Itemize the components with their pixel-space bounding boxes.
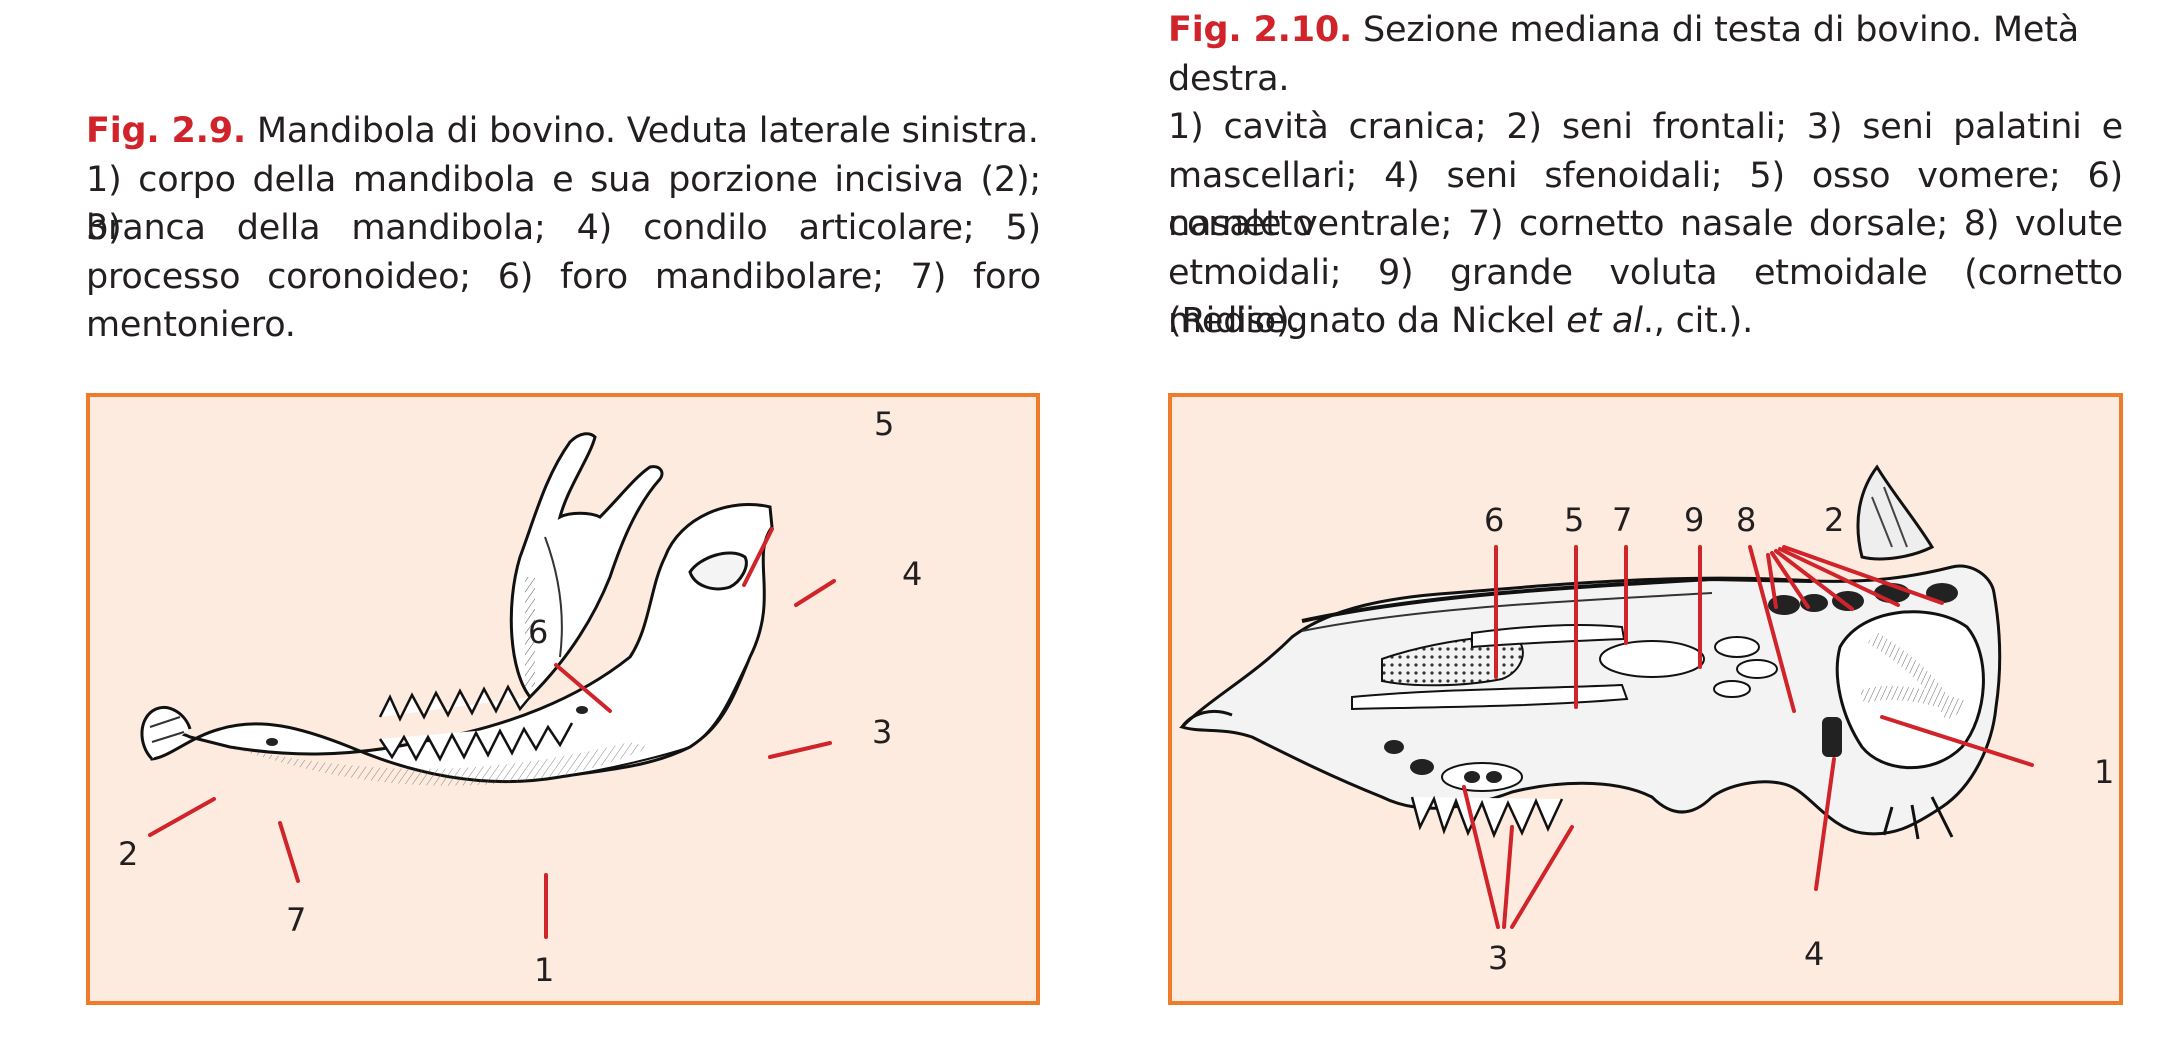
label-3: 3 <box>1488 939 1508 977</box>
leader-line-3 <box>768 741 832 759</box>
vomer <box>1351 683 1629 711</box>
label-7: 7 <box>286 901 306 939</box>
figure-number: Fig. 2.10. <box>1168 10 1353 50</box>
caption-title: Sezione mediana di testa di bovino. Metà <box>1352 10 2080 50</box>
caption-line: Fig. 2.10. Sezione mediana di testa di b… <box>1168 6 2123 55</box>
label-5: 5 <box>874 405 894 443</box>
caption-line: mascellari; 4) seni sfenoidali; 5) osso … <box>1168 155 2123 245</box>
label-2: 2 <box>118 835 138 873</box>
caption-line: (Ridisegnato da Nickel et al., cit.). <box>1168 297 2123 346</box>
leader-line-2e <box>1782 545 1944 605</box>
label-6: 6 <box>528 613 548 651</box>
caption-line: 1) corpo della mandibola e sua porzione … <box>86 159 1041 249</box>
leader-line-3b <box>1502 825 1514 929</box>
leader-line-2 <box>148 797 216 837</box>
label-5: 5 <box>1564 501 1584 539</box>
caption-line: branca della mandibola; 4) condilo artic… <box>86 208 1041 248</box>
caption-line: 1) cavità cranica; 2) seni frontali; 3) … <box>1168 107 2123 147</box>
upper-teeth <box>1410 795 1564 839</box>
label-9: 9 <box>1684 501 1704 539</box>
leader-line-2b <box>1770 551 1810 609</box>
caption-line: etmoidali; 9) grande voluta etmoidale (c… <box>1168 252 2123 342</box>
articular-condyle <box>688 551 748 591</box>
caption-title: Mandibola di bovino. Veduta laterale sin… <box>245 111 1039 151</box>
leader-line-2c <box>1774 549 1854 611</box>
leader-line-3c <box>1510 825 1574 929</box>
label-6: 6 <box>1484 501 1504 539</box>
leader-line-7 <box>278 821 300 883</box>
leader-line-3a <box>1462 785 1500 929</box>
great-ethmoidal-scroll <box>1599 640 1705 678</box>
label-2: 2 <box>1824 501 1844 539</box>
mandibular-foramen <box>576 706 588 714</box>
palatine-maxillary-sinuses <box>1384 740 1523 792</box>
label-7: 7 <box>1612 501 1632 539</box>
coronoid-process <box>509 432 664 700</box>
teeth-lower-row <box>378 722 574 762</box>
caption-italic: et al <box>1566 301 1643 341</box>
label-3: 3 <box>872 713 892 751</box>
leader-line-8 <box>1748 545 1796 713</box>
label-8: 8 <box>1736 501 1756 539</box>
caption-line: mentoniero. <box>86 305 296 345</box>
leader-line-6 <box>554 663 612 713</box>
ethmoidal-scrolls <box>1713 636 1778 698</box>
figure-number: Fig. 2.9. <box>86 111 246 151</box>
leader-line-1 <box>1880 715 2034 767</box>
caption-line: destra. <box>1168 58 1290 99</box>
caption-text: ., cit.). <box>1642 301 1754 341</box>
label-4: 4 <box>1804 935 1824 973</box>
figure-caption-2-10: Fig. 2.10. Sezione mediana di testa di b… <box>1168 6 2123 346</box>
mental-foramen <box>266 738 278 746</box>
label-1: 1 <box>2094 753 2114 791</box>
caption-line: Fig. 2.9. Mandibola di bovino. Veduta la… <box>86 107 1041 156</box>
skull-section-illustration: 6 5 7 9 8 2 1 4 3 <box>1179 464 2114 977</box>
caption-text: (Ridisegnato da Nickel <box>1168 301 1567 341</box>
incisive-portion <box>140 706 192 761</box>
teeth-upper-row <box>378 684 531 722</box>
figure-caption-2-9: Fig. 2.9. Mandibola di bovino. Veduta la… <box>86 107 1041 350</box>
mandible-illustration: 1 2 3 4 5 6 7 <box>118 405 922 989</box>
caption-line: processo coronoideo; 6) foro mandibolare… <box>86 256 1041 297</box>
leader-line-4 <box>1814 757 1836 891</box>
leader-line-2d <box>1778 547 1900 607</box>
figure-frame-skull-section: 6 5 7 9 8 2 1 4 3 <box>1168 393 2123 1005</box>
leader-line-2a <box>1766 553 1778 609</box>
label-4: 4 <box>902 555 922 593</box>
ventral-nasal-concha <box>1381 633 1524 687</box>
sphenoid-sinus <box>1822 717 1842 757</box>
leader-line-5 <box>742 527 774 587</box>
label-1: 1 <box>534 951 554 989</box>
caption-line: nasale ventrale; 7) cornetto nasale dors… <box>1168 204 2123 244</box>
figure-frame-mandible: 1 2 3 4 5 6 7 <box>86 393 1040 1005</box>
leader-line-4 <box>794 579 836 607</box>
